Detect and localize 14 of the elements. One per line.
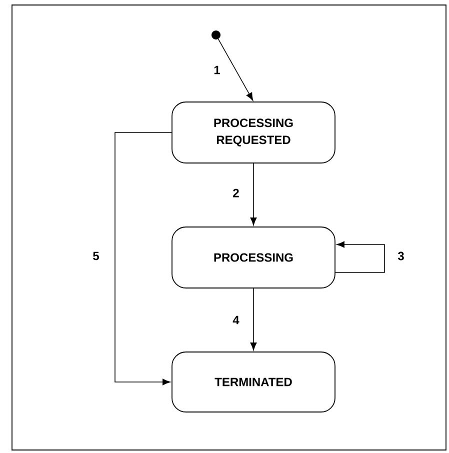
state-box: PROCESSING REQUESTED [172, 102, 336, 164]
state-box: TERMINATED [172, 352, 336, 412]
arrow [114, 132, 172, 386]
arrow [250, 288, 257, 350]
edge-label: 3 [396, 250, 406, 262]
edge-label: 1 [212, 64, 222, 76]
arrow [218, 38, 254, 101]
edge-label: 2 [232, 188, 240, 198]
edge-label: 5 [92, 250, 100, 262]
arrow [250, 163, 257, 226]
arrow [335, 241, 385, 273]
start-dot [212, 30, 220, 40]
edge-label: 4 [232, 314, 240, 326]
state-box: PROCESSING [172, 226, 336, 288]
